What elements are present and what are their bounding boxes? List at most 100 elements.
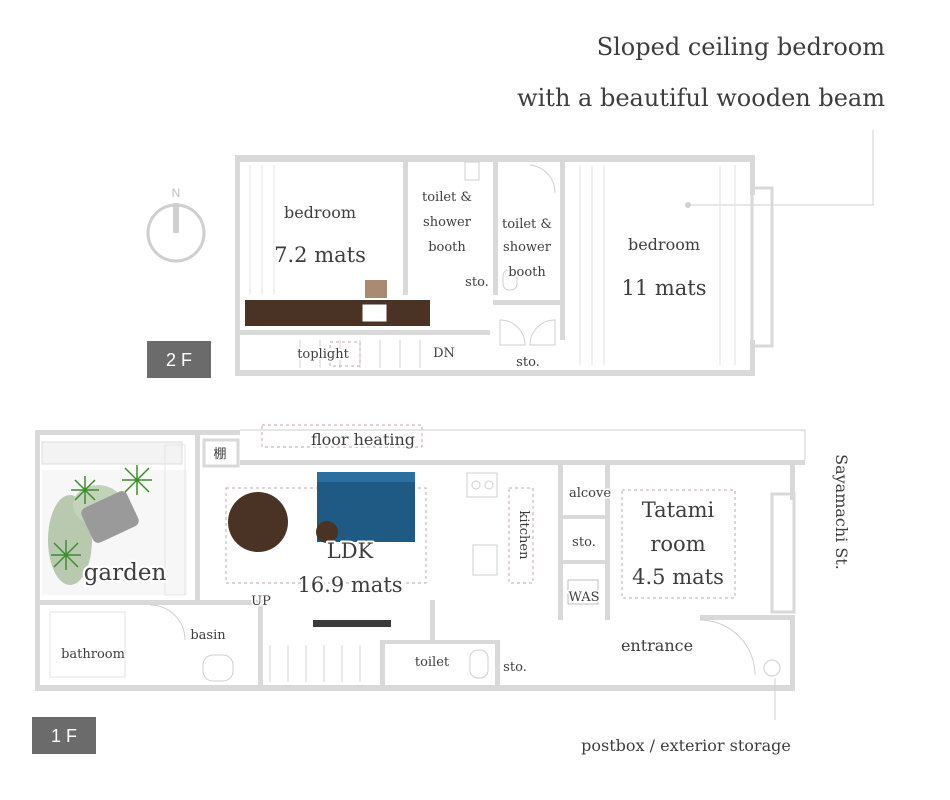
wall (403, 155, 408, 295)
balcony-window (750, 186, 774, 348)
storage-label-b: sto. (503, 660, 527, 675)
toilet-shower-1-line3: booth (428, 240, 466, 255)
storage-lower: sto. (516, 355, 540, 370)
postbox-label: postbox / exterior storage (581, 736, 791, 755)
floor-heating-outline (261, 424, 423, 448)
wall (790, 460, 795, 500)
wall (380, 640, 385, 685)
bedroom-right-name: bedroom (628, 235, 700, 254)
street-label: Sayamachi St. (832, 454, 851, 570)
sofa-back (317, 472, 415, 482)
toilet-fixture (502, 269, 518, 291)
wall (235, 370, 755, 376)
title-line-1: Sloped ceiling bedroom (597, 33, 886, 61)
kitchen-counter-outline (508, 487, 534, 584)
kitchen-label: kitchen (516, 511, 531, 561)
tatami-name-line1: Tatami (642, 498, 715, 522)
bedroom-right-size: 11 mats (621, 276, 706, 300)
wall (235, 155, 240, 376)
wall (558, 560, 608, 564)
storage-label-a: sto. (572, 535, 596, 550)
compass-label: N (172, 186, 181, 200)
wall (430, 600, 435, 640)
garden-label: garden (84, 560, 167, 586)
stove (466, 472, 498, 498)
wall (35, 430, 240, 435)
tatami-outline (621, 489, 736, 599)
basin-label: basin (190, 628, 226, 643)
door-swing (499, 319, 526, 346)
bedroom-left-name: bedroom (284, 203, 356, 222)
sink (472, 544, 498, 576)
toilet-shower-1-line1: toilet & (422, 190, 472, 205)
toplight-label: toplight (297, 347, 349, 362)
floor-badge-1f: 1 F (32, 717, 96, 754)
floor-heating-zone (225, 487, 427, 584)
svg-text:2 F: 2 F (166, 350, 192, 370)
wall (195, 435, 200, 600)
wall (35, 685, 795, 691)
wall (493, 300, 565, 305)
wall (605, 465, 610, 620)
washing-machine (567, 579, 599, 605)
window (770, 492, 796, 614)
ldk-name: LDK (327, 539, 374, 563)
tatami-size: 4.5 mats (632, 565, 724, 589)
door-swing (149, 604, 186, 641)
door-swing (699, 619, 756, 676)
wall (558, 515, 608, 519)
wall (35, 430, 40, 691)
ldk-size: 16.9 mats (297, 573, 402, 597)
toilet-shower-2-line3: booth (508, 265, 546, 280)
first-floor-plan: floor heating 棚 garden LDK 16.9 mats UP … (35, 424, 806, 720)
toilet-fixture (464, 161, 480, 181)
tatami-name-line2: room (650, 532, 705, 556)
plant-icon (71, 476, 99, 504)
postbox-icon (763, 659, 781, 677)
wall (380, 640, 500, 644)
garden-area (41, 441, 187, 596)
basin-fixture (202, 654, 234, 682)
title-leader-line (690, 130, 874, 206)
storage-upper: sto. (465, 275, 489, 290)
wall (240, 460, 805, 465)
entrance-label: entrance (621, 636, 693, 655)
plant-icon (51, 540, 81, 570)
second-floor-plan: bedroom 7.2 mats toilet & shower booth t… (235, 155, 774, 376)
toplight-outline (329, 341, 361, 367)
wall (495, 640, 500, 685)
stone-bench (81, 491, 139, 543)
toilet-shower-2-line2: shower (503, 240, 552, 255)
title-line-2: with a beautiful wooden beam (517, 84, 885, 112)
desk (245, 300, 430, 326)
washing-machine-label: WAS (568, 590, 599, 605)
wall (558, 465, 563, 620)
svg-text:1 F: 1 F (51, 726, 77, 746)
book (361, 303, 388, 323)
wall (790, 620, 795, 691)
floor-badge-2f: 2 F (147, 341, 211, 378)
floor-heating-label: floor heating (311, 430, 415, 449)
wall (750, 155, 755, 195)
door-swing (529, 319, 556, 346)
toilet-shower-1-line2: shower (423, 215, 472, 230)
stairs-down-label: DN (433, 346, 455, 361)
tv-board (313, 620, 391, 627)
chair (365, 280, 387, 298)
wall (750, 340, 755, 376)
plant-icon (122, 465, 152, 495)
toilet-fixture (469, 649, 489, 679)
bathroom-label: bathroom (61, 647, 125, 662)
toilet-label: toilet (415, 655, 450, 670)
bathtub (49, 611, 126, 678)
door-swing (529, 164, 556, 194)
deck (164, 444, 186, 596)
wall (40, 600, 260, 605)
dining-table (228, 492, 288, 552)
wall (700, 615, 795, 620)
wall (493, 155, 498, 295)
side-table (316, 521, 338, 543)
shelf-box (202, 438, 240, 468)
stairs (269, 645, 361, 682)
alcove-label: alcove (569, 486, 611, 501)
